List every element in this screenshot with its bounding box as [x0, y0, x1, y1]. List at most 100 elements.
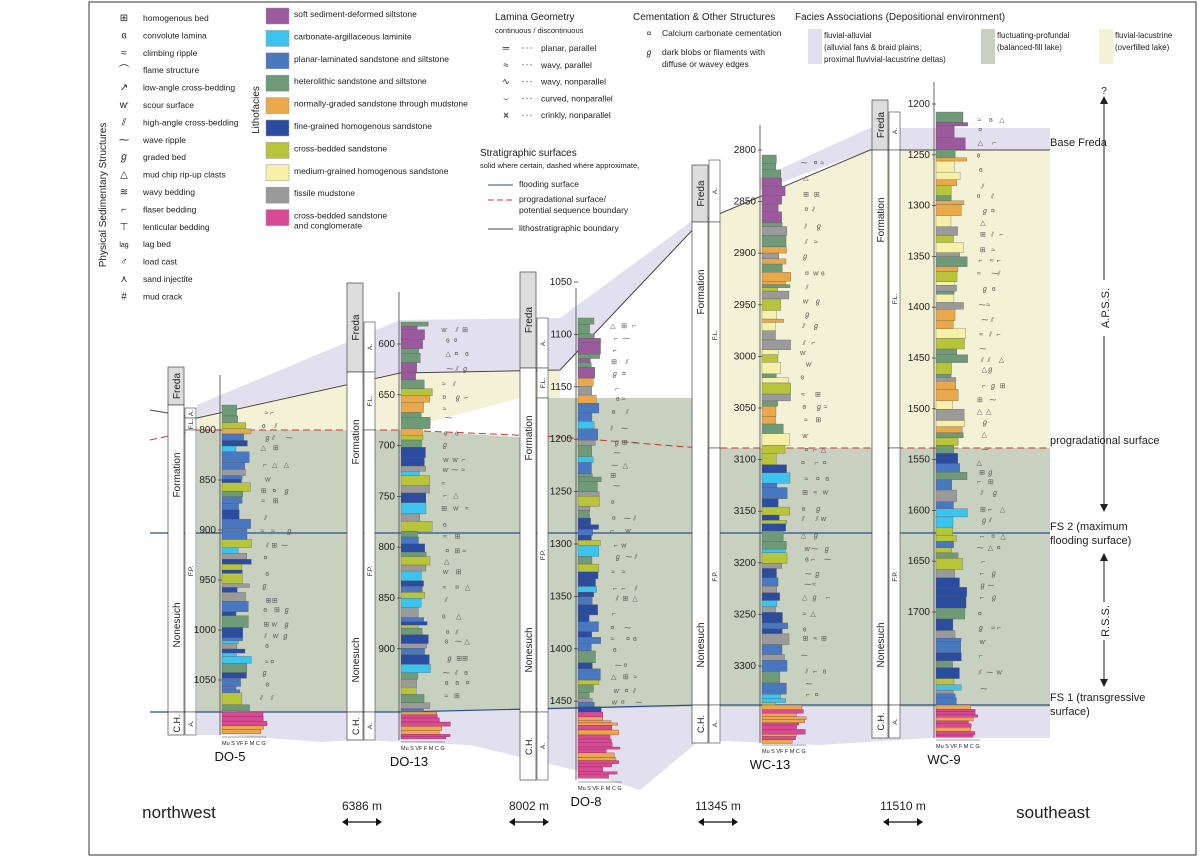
lithology-bed [221, 672, 247, 679]
lithology-bed [400, 564, 427, 572]
structure-symbol-icon: ℊ [990, 383, 997, 391]
depth-tick-label: 3300 [734, 661, 757, 672]
lithology-bed [221, 643, 238, 650]
lithology-bed [935, 684, 962, 691]
structure-symbol-icon: △ [988, 545, 994, 552]
lithology-bed [221, 415, 238, 423]
structure-symbol-icon: ¤ [466, 680, 470, 687]
physical-glyph-icon: ⊤ [120, 222, 129, 233]
physical-structure-label: graded bed [143, 152, 186, 162]
conglomerate-bed [400, 730, 440, 735]
structure-symbol-icon: △ [632, 595, 638, 602]
structure-symbol-icon: ɞ [464, 670, 468, 677]
conglomerate-bed [577, 773, 609, 779]
lithology-bed [935, 149, 956, 158]
structure-symbol-icon: ⫽ [632, 515, 637, 523]
lithology-bed [935, 667, 960, 679]
structure-symbol-icon: ¤ [977, 194, 981, 201]
well-name: WC-9 [927, 752, 960, 767]
structure-symbol-icon: ℊ [286, 528, 293, 536]
structure-symbol-icon: ℊ [981, 518, 988, 526]
lithology-bed [221, 491, 244, 498]
lithology-bed [935, 389, 959, 402]
structure-symbol-icon: ℊ [611, 371, 618, 379]
lithology-bed [221, 656, 252, 664]
structure-symbol-icon: ⁓ [981, 317, 988, 324]
lithology-bed [935, 516, 954, 528]
conglomerate-bed [400, 721, 451, 727]
alluvial-band-top-right [760, 128, 1050, 190]
structure-symbol-icon: ≈ [804, 417, 808, 424]
structure-symbol-icon: ¤ [814, 160, 818, 167]
structure-symbol-icon: △ [999, 357, 1005, 364]
structure-symbol-icon: ⫽ [633, 553, 638, 561]
lithology-bed [577, 535, 592, 541]
structure-symbol-icon: △ [456, 613, 462, 620]
depth-tick-label: 1250 [550, 487, 573, 498]
depth-tick-label: 1300 [550, 539, 573, 550]
ch-box [691, 704, 709, 744]
structure-symbol-icon: ⫽ [625, 408, 630, 416]
structure-symbol-icon: △ [623, 463, 629, 470]
structure-symbol-icon: ⌐ [996, 331, 1000, 338]
lithology-bed [221, 422, 246, 430]
structure-symbol-icon: ≈ [814, 489, 818, 496]
lithology-bed [221, 627, 243, 638]
structure-symbol-icon: ⱳ [822, 489, 830, 496]
structure-symbol-icon: ⫽ [980, 183, 985, 191]
formation-label: Formation [524, 415, 535, 460]
lithology-bed [935, 362, 952, 375]
conglomerate-bed [221, 725, 264, 730]
lithology-bed [935, 697, 957, 706]
lithofacies-swatch [265, 164, 290, 182]
structure-symbol-icon: ¤ [991, 533, 995, 540]
lithology-bed [935, 547, 952, 553]
structure-symbol-icon: ⌐ [981, 559, 985, 566]
structure-symbol-icon: ¤ [625, 688, 629, 695]
lithology-bed [577, 367, 595, 379]
structure-symbol-icon: ≈ [801, 391, 805, 398]
structure-symbol-icon: ⫽ [804, 238, 809, 246]
structure-symbol-icon: ⌐ [613, 586, 617, 593]
structure-symbol-icon: △ [810, 611, 816, 618]
lithofacies-swatch [265, 7, 290, 25]
physical-structure-label: load cast [143, 257, 178, 267]
lithology-bed [761, 290, 790, 300]
lithology-bed [935, 200, 965, 205]
arrow-head-icon [342, 818, 348, 826]
structure-symbol-icon: ¤ [978, 127, 982, 134]
structure-symbol-icon: ⁓ [980, 686, 987, 693]
structure-symbol-icon: ¤ [626, 636, 630, 643]
lithology-bed [935, 678, 955, 685]
lithology-bed [761, 577, 779, 587]
structure-symbol-icon: ¤ [454, 351, 458, 358]
arrow-head-icon [543, 818, 549, 826]
physical-glyph-icon: ɞ [121, 30, 126, 41]
physical-glyph-icon: lag [119, 242, 128, 249]
cementation-label: Calcium carbonate cementation [662, 28, 782, 38]
facies-label: fluctuating-profundal [997, 31, 1070, 40]
physical-glyph-icon: ⁓ [119, 135, 129, 146]
facies-label: proximal fluvivial-lacustrine deltas) [824, 55, 946, 64]
structure-symbol-icon: ɞ [989, 117, 993, 124]
lithology-bed [935, 235, 954, 243]
lithology-bed [221, 704, 250, 711]
physical-glyph-icon: ⊞ [120, 13, 128, 24]
lithofacies-title: Lithofacies [251, 86, 262, 134]
physical-structure-label: mud crack [143, 291, 183, 301]
lithology-bed [577, 462, 592, 474]
structure-symbol-icon: ≈ [812, 582, 816, 589]
conglomerate-bed [761, 722, 799, 726]
structure-symbol-icon: ɞ [802, 506, 806, 513]
lithology-bed [761, 222, 783, 227]
structure-symbol-icon: ⱳ [442, 569, 450, 576]
arrow-head-icon [509, 818, 515, 826]
structure-symbol-icon: ⫽ [454, 629, 459, 637]
lithology-bed [761, 654, 785, 661]
structure-symbol-icon: ɞ [265, 643, 269, 650]
lithology-bed [761, 606, 776, 613]
lithology-bed [935, 630, 956, 639]
conglomerate-bed [577, 760, 619, 764]
member-label: A. [892, 128, 899, 134]
structure-symbol-icon: △ [453, 493, 459, 500]
